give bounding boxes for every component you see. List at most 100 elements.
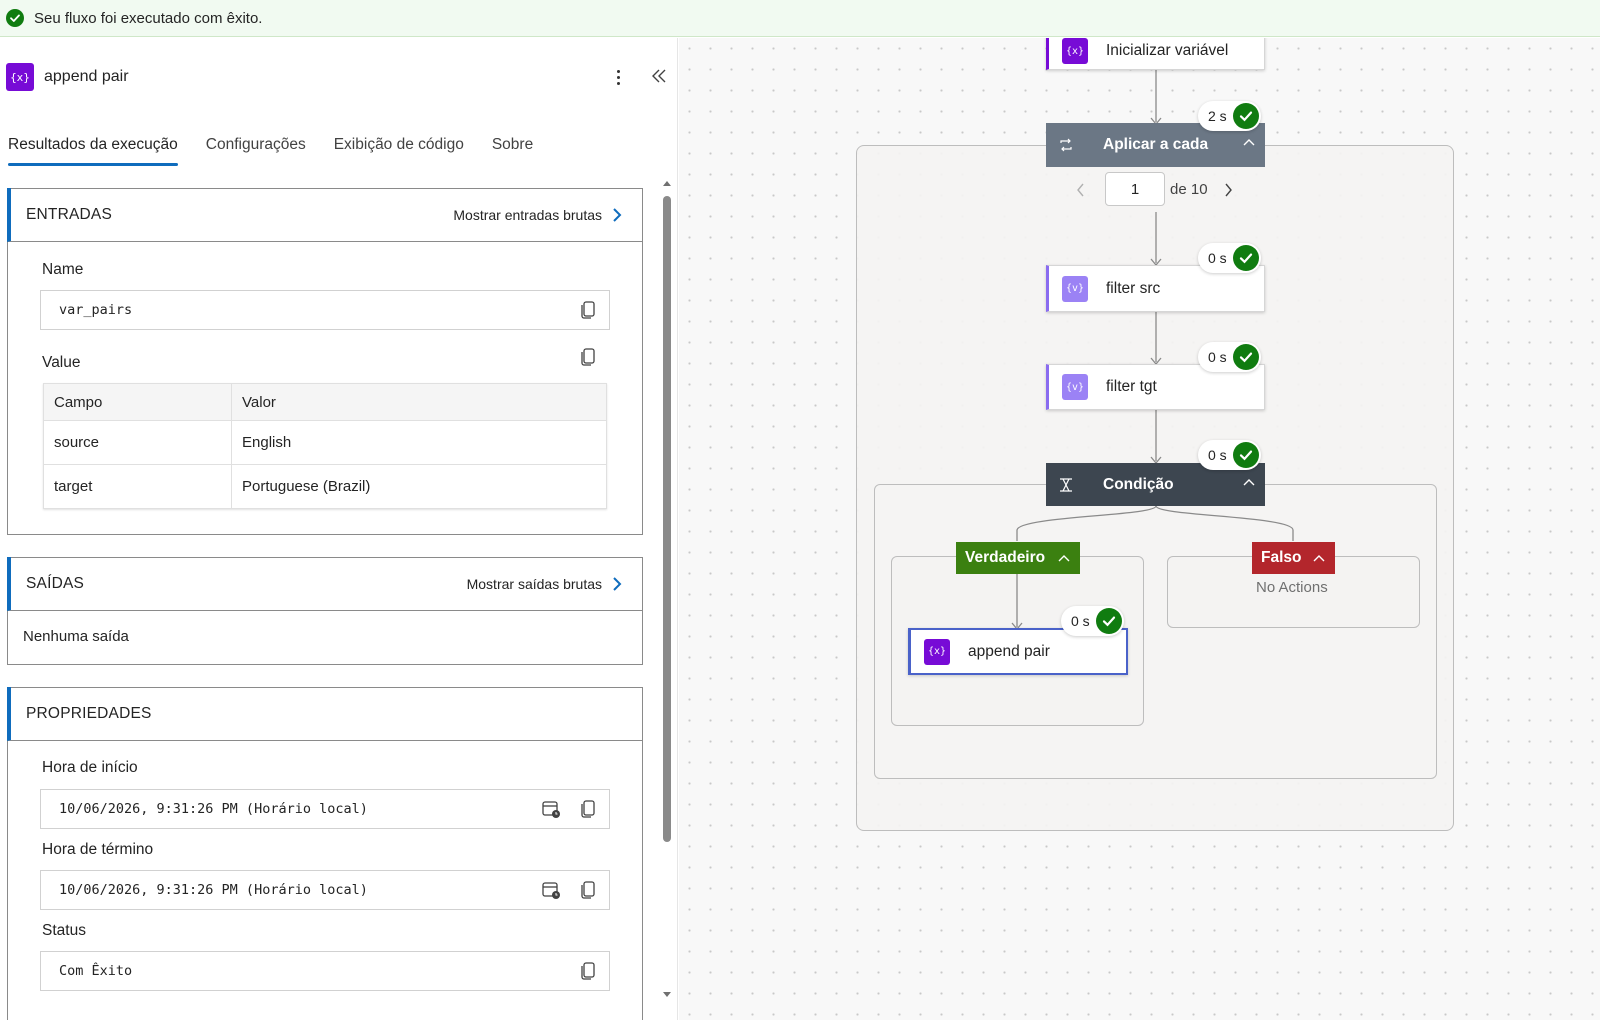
success-check-icon xyxy=(1232,245,1259,271)
node-label: filter tgt xyxy=(1106,378,1157,395)
initialize-variable-node[interactable]: {x} Inicializar variável xyxy=(1046,38,1265,70)
table-cell: Portuguese (Brazil) xyxy=(231,464,607,509)
table-cell: source xyxy=(43,420,232,465)
condition-label: Condição xyxy=(1103,475,1174,493)
start-time-field: 10/06/2026, 9:31:26 PM (Horário local) xyxy=(40,789,610,829)
value-table: Campo Valor source English target Portug… xyxy=(43,383,607,509)
no-output-text: Nenhuma saída xyxy=(23,628,129,645)
table-cell: English xyxy=(231,420,607,465)
panel-tabs: Resultados da execução Configurações Exi… xyxy=(8,136,561,166)
start-time-label: Hora de início xyxy=(42,759,138,776)
scroll-down-icon[interactable] xyxy=(662,990,672,1000)
table-header-row: Campo Valor xyxy=(43,383,607,421)
scroll-thumb[interactable] xyxy=(663,196,671,842)
outputs-title: SAÍDAS xyxy=(26,574,85,592)
tab-run-results[interactable]: Resultados da execução xyxy=(8,136,178,166)
duration-badge: 0 s xyxy=(1198,440,1261,470)
apply-each-label: Aplicar a cada xyxy=(1103,136,1209,153)
variable-icon: {x} xyxy=(924,638,950,665)
name-field: var_pairs xyxy=(40,290,610,330)
table-header: Campo xyxy=(43,383,232,421)
outputs-header: SAÍDAS Mostrar saídas brutas xyxy=(7,557,642,611)
show-raw-outputs-label: Mostrar saídas brutas xyxy=(466,575,602,592)
success-check-icon xyxy=(1232,344,1259,370)
page-total-text: de 10 xyxy=(1170,181,1208,198)
calendar-clock-icon[interactable] xyxy=(541,799,561,819)
duration-text: 0 s xyxy=(1208,250,1227,266)
end-time-field: 10/06/2026, 9:31:26 PM (Horário local) xyxy=(40,870,610,910)
calendar-clock-icon[interactable] xyxy=(541,880,561,900)
copy-icon[interactable] xyxy=(579,961,597,981)
node-label: Inicializar variável xyxy=(1106,42,1229,59)
duration-text: 0 s xyxy=(1208,349,1227,365)
copy-icon[interactable] xyxy=(579,347,597,367)
tab-settings[interactable]: Configurações xyxy=(205,136,306,153)
panel-scrollbar[interactable] xyxy=(662,178,672,1020)
true-branch-label: Verdadeiro xyxy=(965,549,1046,566)
status-label: Status xyxy=(42,922,86,939)
scroll-up-icon[interactable] xyxy=(662,178,672,188)
loop-icon xyxy=(1060,138,1072,152)
chevron-right-icon xyxy=(613,207,622,222)
duration-text: 0 s xyxy=(1208,447,1227,463)
chevron-up-icon[interactable] xyxy=(1058,554,1070,564)
value-label: Value xyxy=(42,354,81,371)
table-cell: target xyxy=(43,464,232,509)
true-branch-tag[interactable]: Verdadeiro xyxy=(956,542,1080,574)
copy-icon[interactable] xyxy=(579,799,597,819)
inputs-title: ENTRADAS xyxy=(26,205,113,223)
filter-icon: {v} xyxy=(1062,374,1088,400)
table-row: source English xyxy=(43,420,607,465)
tab-about[interactable]: Sobre xyxy=(491,136,534,153)
table-row: target Portuguese (Brazil) xyxy=(43,464,607,509)
properties-section: PROPRIEDADES Hora de início 10/06/2026, … xyxy=(7,687,643,1020)
name-label: Name xyxy=(42,261,84,278)
outputs-section: SAÍDAS Mostrar saídas brutas Nenhuma saí… xyxy=(7,557,643,665)
end-time-label: Hora de término xyxy=(42,841,154,858)
show-raw-inputs-label: Mostrar entradas brutas xyxy=(453,206,602,223)
more-options-icon[interactable] xyxy=(610,66,626,88)
chevron-up-icon[interactable] xyxy=(1243,138,1255,148)
duration-badge: 2 s xyxy=(1198,101,1261,131)
details-panel: {x} append pair Resultados da execução C… xyxy=(0,38,678,1020)
success-banner: Seu fluxo foi executado com êxito. xyxy=(0,0,1600,37)
next-page-icon[interactable] xyxy=(1223,182,1235,198)
copy-icon[interactable] xyxy=(579,300,597,320)
condition-icon xyxy=(1060,477,1072,492)
node-label: append pair xyxy=(968,642,1050,660)
no-actions-text: No Actions xyxy=(1256,579,1328,596)
duration-text: 2 s xyxy=(1208,108,1227,124)
duration-badge: 0 s xyxy=(1198,243,1261,273)
page-number-input[interactable]: 1 xyxy=(1105,172,1165,206)
show-raw-outputs-link[interactable]: Mostrar saídas brutas xyxy=(467,576,622,592)
variable-icon: {x} xyxy=(1062,38,1088,64)
properties-header: PROPRIEDADES xyxy=(7,687,642,741)
show-raw-inputs-link[interactable]: Mostrar entradas brutas xyxy=(453,207,622,223)
tab-code-view[interactable]: Exibição de código xyxy=(333,136,464,153)
duration-badge: 0 s xyxy=(1198,342,1261,372)
duration-badge: 0 s xyxy=(1061,606,1124,636)
chevron-right-icon xyxy=(613,576,622,591)
variable-icon: {x} xyxy=(6,63,34,91)
panel-title: append pair xyxy=(44,68,129,85)
panel-header: {x} append pair xyxy=(6,60,666,94)
copy-icon[interactable] xyxy=(579,880,597,900)
filter-icon: {v} xyxy=(1062,275,1088,302)
false-branch-label: Falso xyxy=(1261,549,1302,566)
success-check-icon xyxy=(1232,103,1259,129)
previous-page-icon[interactable] xyxy=(1075,182,1087,198)
false-branch-tag[interactable]: Falso xyxy=(1252,542,1335,574)
node-label: filter src xyxy=(1106,279,1161,297)
condition-header[interactable]: Condição xyxy=(1046,463,1265,506)
table-header: Valor xyxy=(231,383,607,421)
flow-canvas[interactable]: {x} Inicializar variável Aplicar a cada … xyxy=(679,38,1600,1020)
inputs-header: ENTRADAS Mostrar entradas brutas xyxy=(7,188,642,242)
success-check-icon xyxy=(1095,608,1122,634)
chevron-up-icon[interactable] xyxy=(1313,554,1325,564)
status-field: Com Êxito xyxy=(40,951,610,991)
banner-message: Seu fluxo foi executado com êxito. xyxy=(34,9,263,27)
chevron-up-icon[interactable] xyxy=(1243,478,1255,488)
duration-text: 0 s xyxy=(1071,613,1090,629)
collapse-panel-icon[interactable] xyxy=(648,64,670,88)
success-check-icon xyxy=(6,9,24,27)
